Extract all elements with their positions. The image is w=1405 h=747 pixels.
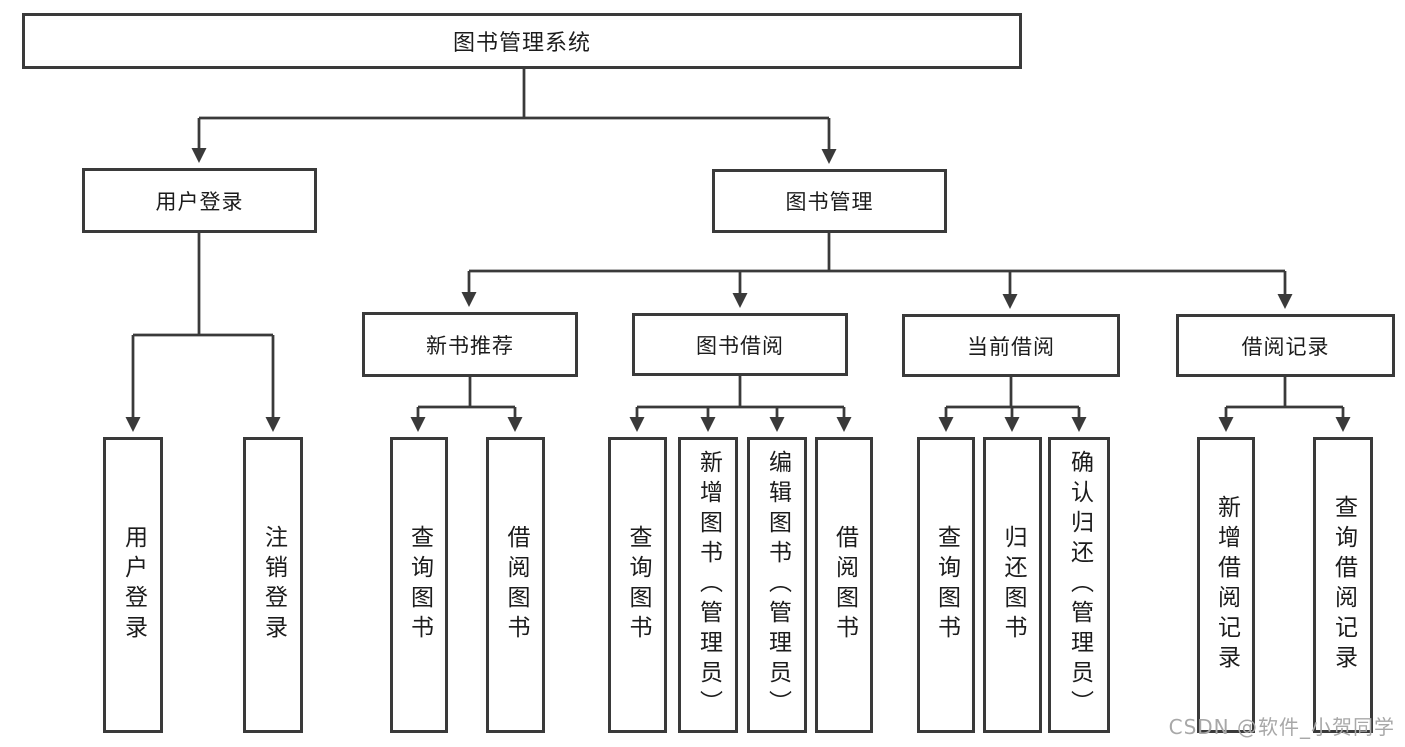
leaf-logout: 注销登录 xyxy=(243,437,303,733)
leaf-nb-query-books-label: 查询图书 xyxy=(406,525,433,645)
node-borrowing-records: 借阅记录 xyxy=(1176,314,1395,377)
csdn-watermark: CSDN @软件_小贺同学 xyxy=(1168,715,1395,739)
leaf-br-query-record-label: 查询借阅记录 xyxy=(1330,495,1357,675)
leaf-nb-query-books: 查询图书 xyxy=(390,437,448,733)
leaf-bb-add-books-admin: 新增图书（管理员） xyxy=(678,437,738,733)
node-book-management: 图书管理 xyxy=(712,169,947,233)
leaf-br-add-record: 新增借阅记录 xyxy=(1197,437,1255,733)
leaf-cb-query-books-label: 查询图书 xyxy=(933,525,960,645)
leaf-cb-query-books: 查询图书 xyxy=(917,437,975,733)
leaf-bb-add-books-admin-label: 新增图书（管理员） xyxy=(695,450,722,720)
leaf-cb-confirm-return-admin-label: 确认归还（管理员） xyxy=(1066,450,1093,720)
leaf-bb-borrow-books: 借阅图书 xyxy=(815,437,873,733)
leaf-bb-borrow-books-label: 借阅图书 xyxy=(831,525,858,645)
node-book-borrowing: 图书借阅 xyxy=(632,313,848,376)
node-user-login-group: 用户登录 xyxy=(82,168,317,233)
leaf-bb-edit-books-admin-label: 编辑图书（管理员） xyxy=(764,450,791,720)
leaf-br-query-record: 查询借阅记录 xyxy=(1313,437,1373,733)
leaf-bb-query-books-label: 查询图书 xyxy=(625,525,651,645)
leaf-user-login: 用户登录 xyxy=(103,437,163,733)
leaf-cb-confirm-return-admin: 确认归还（管理员） xyxy=(1048,437,1110,733)
leaf-logout-label: 注销登录 xyxy=(260,525,287,645)
node-new-book-recommendation: 新书推荐 xyxy=(362,312,578,377)
leaf-user-login-label: 用户登录 xyxy=(120,525,147,645)
node-library-management-system: 图书管理系统 xyxy=(22,13,1022,69)
node-current-borrowing: 当前借阅 xyxy=(902,314,1120,377)
leaf-cb-return-books-label: 归还图书 xyxy=(1000,525,1026,645)
leaf-nb-borrow-books: 借阅图书 xyxy=(486,437,545,733)
leaf-bb-query-books: 查询图书 xyxy=(608,437,667,733)
leaf-bb-edit-books-admin: 编辑图书（管理员） xyxy=(747,437,807,733)
leaf-nb-borrow-books-label: 借阅图书 xyxy=(503,525,529,645)
leaf-cb-return-books: 归还图书 xyxy=(983,437,1042,733)
leaf-br-add-record-label: 新增借阅记录 xyxy=(1213,495,1240,675)
